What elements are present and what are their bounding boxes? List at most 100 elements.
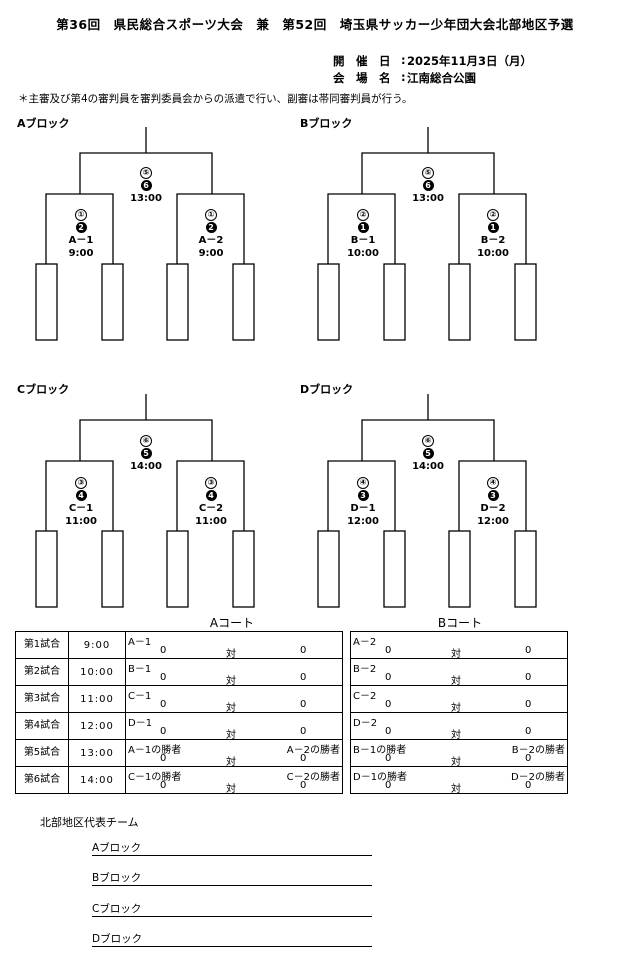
- bracket-d-team-box-4: [514, 530, 537, 608]
- final-c: ⑥ 5 14:00: [118, 434, 174, 473]
- score-right: 0: [525, 753, 532, 764]
- bracket-a-left-line: [45, 193, 114, 264]
- rep-label-d: Dブロック: [92, 933, 143, 945]
- match-b1-code: B－1: [350, 235, 376, 246]
- match-a1-number: ①: [75, 209, 87, 221]
- bracket-b-final-line: [361, 152, 495, 194]
- bracket-b-team-box-2: [383, 263, 406, 341]
- final-d-ref: 5: [422, 448, 434, 459]
- rep-line-c: Cブロック: [92, 901, 372, 917]
- bracket-b-left-line: [327, 193, 396, 264]
- final-d: ⑥ 5 14:00: [400, 434, 456, 473]
- final-c-number: ⑥: [140, 435, 152, 447]
- bracket-c-team-box-1: [35, 530, 58, 608]
- match-time: 11:00: [68, 685, 126, 713]
- versus-label: 対: [451, 757, 461, 768]
- match-c1-time: 11:00: [65, 516, 97, 527]
- bracket-a-team-box-1: [35, 263, 58, 341]
- bracket-b-team-box-4: [514, 263, 537, 341]
- match-d1-code: D－1: [350, 503, 376, 514]
- score-left: 0: [385, 753, 392, 764]
- team-left: D－1の勝者: [353, 772, 408, 783]
- match-c2-ref: 4: [205, 490, 217, 501]
- score-right: 0: [300, 780, 307, 791]
- match-a2-number: ①: [205, 209, 217, 221]
- bracket-c-left-line: [45, 460, 114, 531]
- versus-label: 対: [451, 784, 461, 795]
- match-c1-code: C－1: [68, 503, 94, 514]
- match-d1-time: 12:00: [347, 516, 379, 527]
- versus-label: 対: [226, 757, 236, 768]
- team-left: A－1: [128, 637, 152, 648]
- team-left: A－1の勝者: [128, 745, 182, 756]
- rep-label-a: Aブロック: [92, 842, 142, 854]
- team-right: C－2の勝者: [286, 772, 340, 783]
- score-left: 0: [160, 699, 167, 710]
- bracket-lines: [35, 127, 537, 608]
- score-left: 0: [160, 753, 167, 764]
- bracket-d-right-line: [458, 460, 527, 531]
- versus-label: 対: [226, 676, 236, 687]
- final-d-number: ⑥: [422, 435, 434, 447]
- match-time: 12:00: [68, 712, 126, 740]
- score-right: 0: [525, 726, 532, 737]
- match-b1-number: ②: [357, 209, 369, 221]
- venue-colon: :: [401, 70, 406, 84]
- date-value: 2025年11月3日（月）: [407, 54, 533, 68]
- block-label-b: Bブロック: [300, 117, 353, 130]
- match-time: 10:00: [68, 658, 126, 686]
- match-d2-number: ④: [487, 477, 499, 489]
- bracket-b-right-line: [458, 193, 527, 264]
- score-right: 0: [525, 645, 532, 656]
- bracket-a-final-line: [79, 152, 213, 194]
- match-b2-number: ②: [487, 209, 499, 221]
- match-d1-number: ④: [357, 477, 369, 489]
- final-a-time: 13:00: [130, 193, 162, 204]
- score-left: 0: [385, 672, 392, 683]
- match-c2-number: ③: [205, 477, 217, 489]
- bracket-d-team-box-3: [448, 530, 471, 608]
- block-label-a: Aブロック: [17, 117, 70, 130]
- bracket-d-team-box-2: [383, 530, 406, 608]
- match-c2-code: C－2: [198, 503, 224, 514]
- score-left: 0: [160, 672, 167, 683]
- bracket-b-team-box-3: [448, 263, 471, 341]
- team-left: D－2: [353, 718, 378, 729]
- match-time: 14:00: [68, 766, 126, 794]
- final-a: ⑤ 6 13:00: [118, 166, 174, 205]
- rep-label-c: Cブロック: [92, 903, 142, 915]
- versus-label: 対: [451, 676, 461, 687]
- match-time: 13:00: [68, 739, 126, 767]
- versus-label: 対: [226, 784, 236, 795]
- match-b1-ref: 1: [357, 222, 369, 233]
- match-a2: ① 2 A－2 9:00: [183, 208, 239, 260]
- representatives-title: 北部地区代表チーム: [40, 816, 139, 829]
- score-left: 0: [160, 780, 167, 791]
- bracket-c-team-box-2: [101, 530, 124, 608]
- score-right: 0: [525, 672, 532, 683]
- match-b1: ② 1 B－1 10:00: [335, 208, 391, 260]
- match-c2: ③ 4 C－2 11:00: [183, 476, 239, 528]
- date-colon: :: [401, 53, 406, 67]
- match-b2-ref: 1: [487, 222, 499, 233]
- match-b2: ② 1 B－2 10:00: [465, 208, 521, 260]
- score-right: 0: [300, 753, 307, 764]
- versus-label: 対: [451, 649, 461, 660]
- match-b1-time: 10:00: [347, 248, 379, 259]
- venue-label: 会 場 名: [333, 71, 391, 85]
- match-time: 9:00: [68, 631, 126, 659]
- final-b: ⑤ 6 13:00: [400, 166, 456, 205]
- versus-label: 対: [451, 730, 461, 741]
- match-a2-time: 9:00: [198, 248, 224, 259]
